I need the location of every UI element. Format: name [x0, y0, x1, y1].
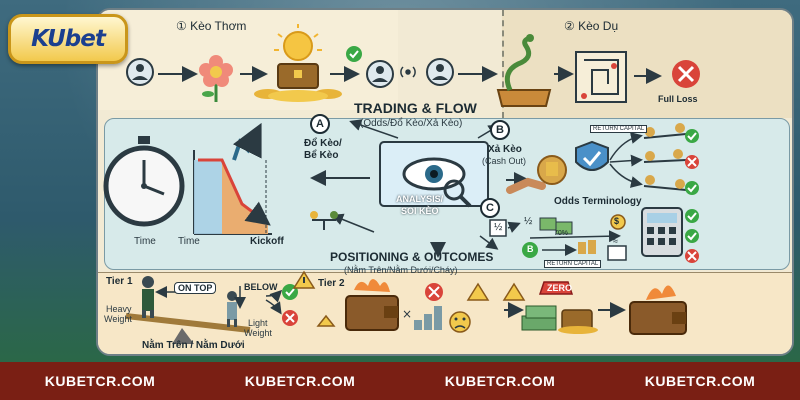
keo-thom-title: ① Kèo Thơm [176, 19, 247, 33]
on-top-badge: ON TOP [174, 282, 217, 294]
odds-terminology-diagram [489, 214, 627, 261]
footer-link-1[interactable]: KUBETCR.COM [44, 373, 156, 389]
empty-wallet-fire-icon [629, 285, 687, 335]
cash-out-branches [609, 132, 643, 188]
section-b-badge: B [490, 120, 510, 140]
analysis-label: ANALYSIS/ [396, 194, 444, 204]
fraction-label: ½ [494, 222, 503, 233]
balance-icon [310, 211, 338, 230]
sad-face-icon [449, 311, 471, 333]
do-keo-label: Đổ Kèo/ [304, 138, 342, 149]
light-label: Light [248, 318, 268, 328]
check-icon [346, 46, 362, 62]
time-label-1: Time [134, 236, 156, 247]
burning-wallet-icon [345, 279, 399, 331]
footer-link-2[interactable]: KUBETCR.COM [244, 373, 356, 389]
full-loss-label: Full Loss [658, 94, 698, 104]
kubet-logo: KUbet [8, 14, 128, 64]
signal-icon [400, 66, 416, 78]
time-label-2: Time [178, 236, 200, 247]
tier2-label: Tier 2 [318, 278, 345, 289]
kickoff-label: Kickoff [250, 236, 284, 247]
analysis-eye-icon [379, 141, 489, 208]
tier1-label: Tier 1 [106, 276, 133, 287]
infographic-board: × ① Kèo Thơm ② Kèo Dụ [96, 8, 794, 356]
outcome-icons-c [685, 209, 699, 263]
positioning-title: POSITIONING & OUTCOMES [330, 250, 494, 264]
b-symbol: B [527, 244, 534, 254]
person-icon [426, 58, 454, 86]
coin-symbol: $ [614, 216, 620, 226]
cash-out-icon [506, 140, 609, 194]
panel-keo-thom [98, 10, 398, 110]
section-a-badge: A [310, 114, 330, 134]
person-icon [126, 58, 154, 86]
warning-icon [502, 282, 526, 301]
falling-odds-chart [193, 122, 272, 235]
xa-keo-label: Xả Kèo [488, 144, 522, 155]
heavy-label: Heavy [106, 304, 132, 314]
return-capital-tag-2: RETURN CAPITAL [544, 260, 602, 268]
cash-out-label: (Cash Out) [482, 156, 527, 166]
flower-icon [199, 55, 233, 102]
warning-icon [316, 314, 336, 327]
fraction-label-2: ½ [524, 216, 533, 227]
stopwatch-icon [103, 136, 185, 227]
panel-keo-du [502, 10, 792, 118]
snake-basket-icon [496, 34, 552, 107]
light-weight-label: Weight [244, 328, 272, 338]
illustration-layer: × [103, 24, 700, 344]
calculator-icon [641, 207, 683, 257]
be-keo-label: Bể Kèo [304, 150, 339, 161]
footer-bar: KUBETCR.COM KUBETCR.COM KUBETCR.COM KUBE… [0, 362, 800, 400]
warning-icon [292, 270, 316, 289]
footer-link-3[interactable]: KUBETCR.COM [444, 373, 556, 389]
money-pile-icon [521, 281, 598, 334]
percent-label: 70% [554, 230, 569, 237]
odds-terminology-title: Odds Terminology [554, 196, 642, 207]
positioning-subtitle: (Nằm Trên/Nằm Dưới/Cháy) [344, 265, 458, 275]
nam-tren-caption: Nằm Trên / Nằm Dưới [142, 340, 245, 351]
keo-du-title: ② Kèo Dụ [564, 19, 619, 33]
return-capital-tag: RETURN CAPITAL [590, 125, 648, 133]
soi-keo-label: SOI KÈO [401, 206, 439, 216]
zero-badge: ZERO [547, 283, 573, 293]
maze-icon [575, 51, 627, 103]
approx-symbol: ≈ [613, 236, 618, 246]
bar-chart-icon [414, 306, 442, 330]
seesaw-scales [643, 123, 687, 191]
warning-icon [466, 282, 490, 301]
cross-icon [672, 60, 700, 88]
logo-text: KUbet [31, 26, 106, 52]
person-icon [366, 60, 394, 88]
light-person-icon [227, 291, 237, 327]
svg-text:×: × [402, 307, 412, 321]
heavy-weight-label: Weight [104, 314, 132, 324]
section-c-badge: C [480, 198, 500, 218]
outcome-icons [685, 129, 699, 195]
trading-subtitle: (Odds/Đổ Kèo/Xả Kèo) [360, 118, 463, 129]
footer-link-4[interactable]: KUBETCR.COM [644, 373, 756, 389]
below-label: BELOW [244, 282, 278, 292]
trading-title: TRADING & FLOW [354, 100, 477, 116]
heavy-person-icon [142, 276, 154, 318]
treasure-chest-icon [254, 24, 342, 102]
tier1-seesaw [125, 276, 298, 344]
